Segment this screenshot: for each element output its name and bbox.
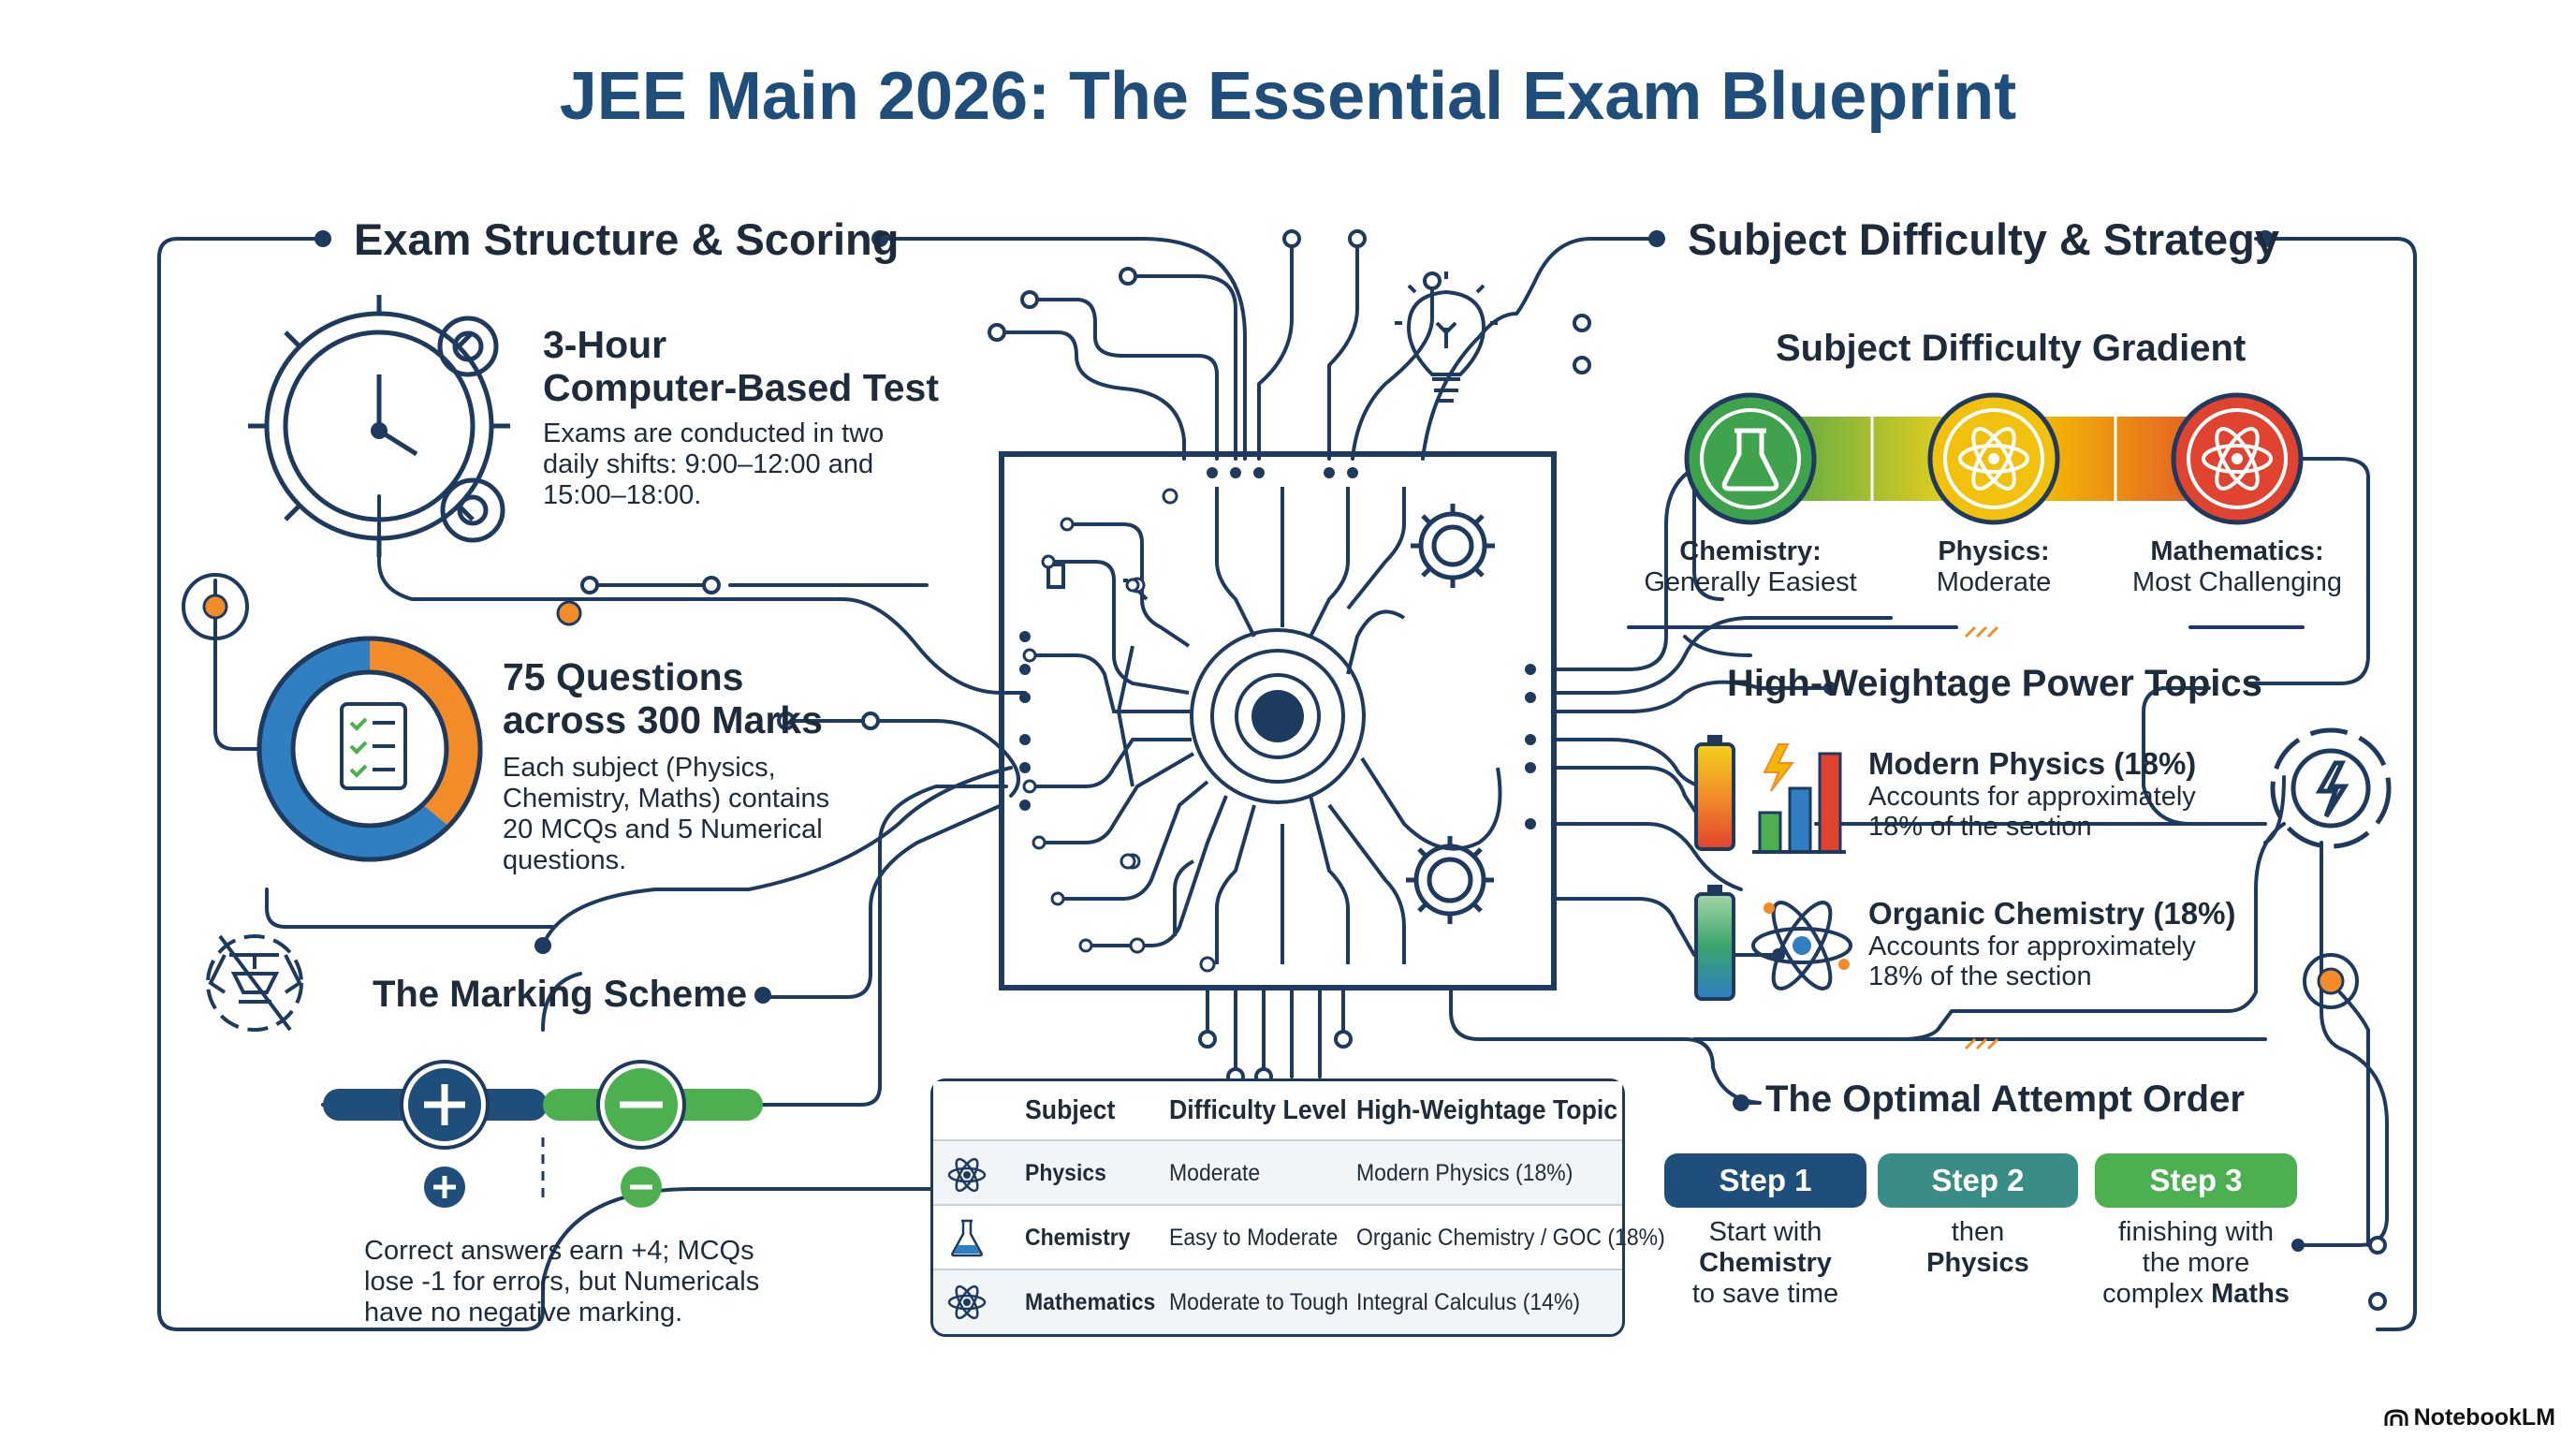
gradient-level: Most Challenging xyxy=(2131,567,2343,597)
notebooklm-logo: NotebookLM xyxy=(2384,1404,2555,1431)
table-cell-topic: Integral Calculus (14%) xyxy=(1356,1288,1581,1315)
step-1-line1: Start with xyxy=(1708,1217,1822,1247)
page-title: JEE Main 2026: The Essential Exam Bluepr… xyxy=(559,59,2017,134)
power-topic-title: Organic Chemistry (18%) xyxy=(1868,896,2236,931)
power-topic-modern-physics: Modern Physics (18%) Accounts for approx… xyxy=(1868,746,2243,842)
questions-heading-line1: 75 Questions xyxy=(503,655,744,698)
gradient-level: Generally Easiest xyxy=(1644,567,1857,597)
atom-icon xyxy=(947,1284,987,1320)
power-topic-text: Accounts for approximately 18% of the se… xyxy=(1868,782,2196,842)
gradient-subject: Chemistry: xyxy=(1679,536,1822,566)
questions-block: 75 Questions across 300 Marks Each subje… xyxy=(503,655,915,876)
marking-scheme-description: Correct answers earn +4; MCQs lose -1 fo… xyxy=(364,1236,760,1328)
table-cell-difficulty: Easy to Moderate xyxy=(1169,1224,1339,1251)
marking-scheme-heading: The Marking Scheme xyxy=(373,974,748,1015)
gradient-item-mathematics: Mathematics: Most Challenging xyxy=(2125,536,2349,598)
gradient-subject: Mathematics: xyxy=(2150,536,2324,566)
gradient-item-physics: Physics: Moderate xyxy=(1881,536,2106,598)
table-header: Subject xyxy=(1025,1094,1116,1125)
power-topic-title: Modern Physics (18%) xyxy=(1868,746,2197,781)
table-header-row: Subject Difficulty Level High-Weightage … xyxy=(933,1081,1622,1139)
attempt-order-heading: The Optimal Attempt Order xyxy=(1765,1078,2245,1120)
section-heading-exam-structure: Exam Structure & Scoring xyxy=(354,214,900,264)
power-topic-text: Accounts for approximately 18% of the se… xyxy=(1868,932,2196,991)
step-3-badge: Step 3 xyxy=(2095,1153,2297,1208)
test-block: 3-Hour Computer-Based Test Exams are con… xyxy=(543,323,973,511)
step-2-subject: Physics xyxy=(1926,1248,2029,1278)
step-3-text: finishing with the more complex Maths xyxy=(2095,1217,2297,1310)
table-row: Mathematics Moderate to Tough Integral C… xyxy=(933,1269,1622,1334)
table-cell-subject: Mathematics xyxy=(1025,1288,1156,1315)
summary-table: Subject Difficulty Level High-Weightage … xyxy=(930,1078,1665,1337)
step-3-line1: finishing with xyxy=(2117,1217,2275,1247)
difficulty-gradient-heading: Subject Difficulty Gradient xyxy=(1776,328,2247,369)
step-1-badge: Step 1 xyxy=(1664,1153,1866,1208)
power-topics-heading: High-Weightage Power Topics xyxy=(1727,663,2262,704)
step-3-subject: Maths xyxy=(2211,1279,2290,1309)
table-cell-topic: Organic Chemistry / GOC (18%) xyxy=(1356,1224,1665,1251)
table-row: Chemistry Easy to Moderate Organic Chemi… xyxy=(933,1204,1665,1269)
step-1-line3: to save time xyxy=(1691,1279,1839,1309)
step-2-line1: then xyxy=(1951,1217,2005,1247)
step-3-line3: complex Maths xyxy=(2095,1279,2297,1310)
step-1-text: Start with Chemistry to save time xyxy=(1664,1217,1866,1310)
atom-icon xyxy=(947,1157,987,1193)
table-header: High-Weightage Topic xyxy=(1356,1094,1618,1125)
questions-description: Each subject (Physics, Chemistry, Maths)… xyxy=(503,753,830,875)
gradient-level: Moderate xyxy=(1936,567,2052,597)
notebooklm-label: NotebookLM xyxy=(2413,1404,2555,1431)
test-description: Exams are conducted in two daily shifts:… xyxy=(543,418,885,510)
step-1-subject: Chemistry xyxy=(1699,1248,1832,1278)
table-cell-difficulty: Moderate xyxy=(1169,1159,1261,1186)
test-heading-line2: Computer-Based Test xyxy=(543,366,939,409)
table-cell-subject: Physics xyxy=(1025,1159,1106,1186)
gradient-item-chemistry: Chemistry: Generally Easiest xyxy=(1638,536,1863,598)
test-heading-line1: 3-Hour xyxy=(543,323,667,366)
table-header: Difficulty Level xyxy=(1169,1094,1347,1125)
section-heading-subject-difficulty: Subject Difficulty & Strategy xyxy=(1688,214,2279,264)
gradient-subject: Physics: xyxy=(1938,536,2050,566)
power-topic-organic-chemistry: Organic Chemistry (18%) Accounts for app… xyxy=(1868,896,2261,991)
step-2-text: then Physics xyxy=(1878,1217,2078,1279)
questions-heading-line2: across 300 Marks xyxy=(503,698,823,741)
step-3-line2: the more xyxy=(2142,1248,2250,1278)
step-2-badge: Step 2 xyxy=(1878,1153,2078,1208)
notebooklm-icon xyxy=(2384,1408,2408,1426)
table-cell-topic: Modern Physics (18%) xyxy=(1356,1159,1573,1186)
flask-icon xyxy=(951,1219,983,1257)
table-cell-difficulty: Moderate to Tough xyxy=(1169,1288,1349,1315)
table-row: Physics Moderate Modern Physics (18%) xyxy=(933,1139,1622,1205)
step-3-prefix: complex xyxy=(2102,1279,2204,1309)
table-cell-subject: Chemistry xyxy=(1025,1224,1131,1251)
